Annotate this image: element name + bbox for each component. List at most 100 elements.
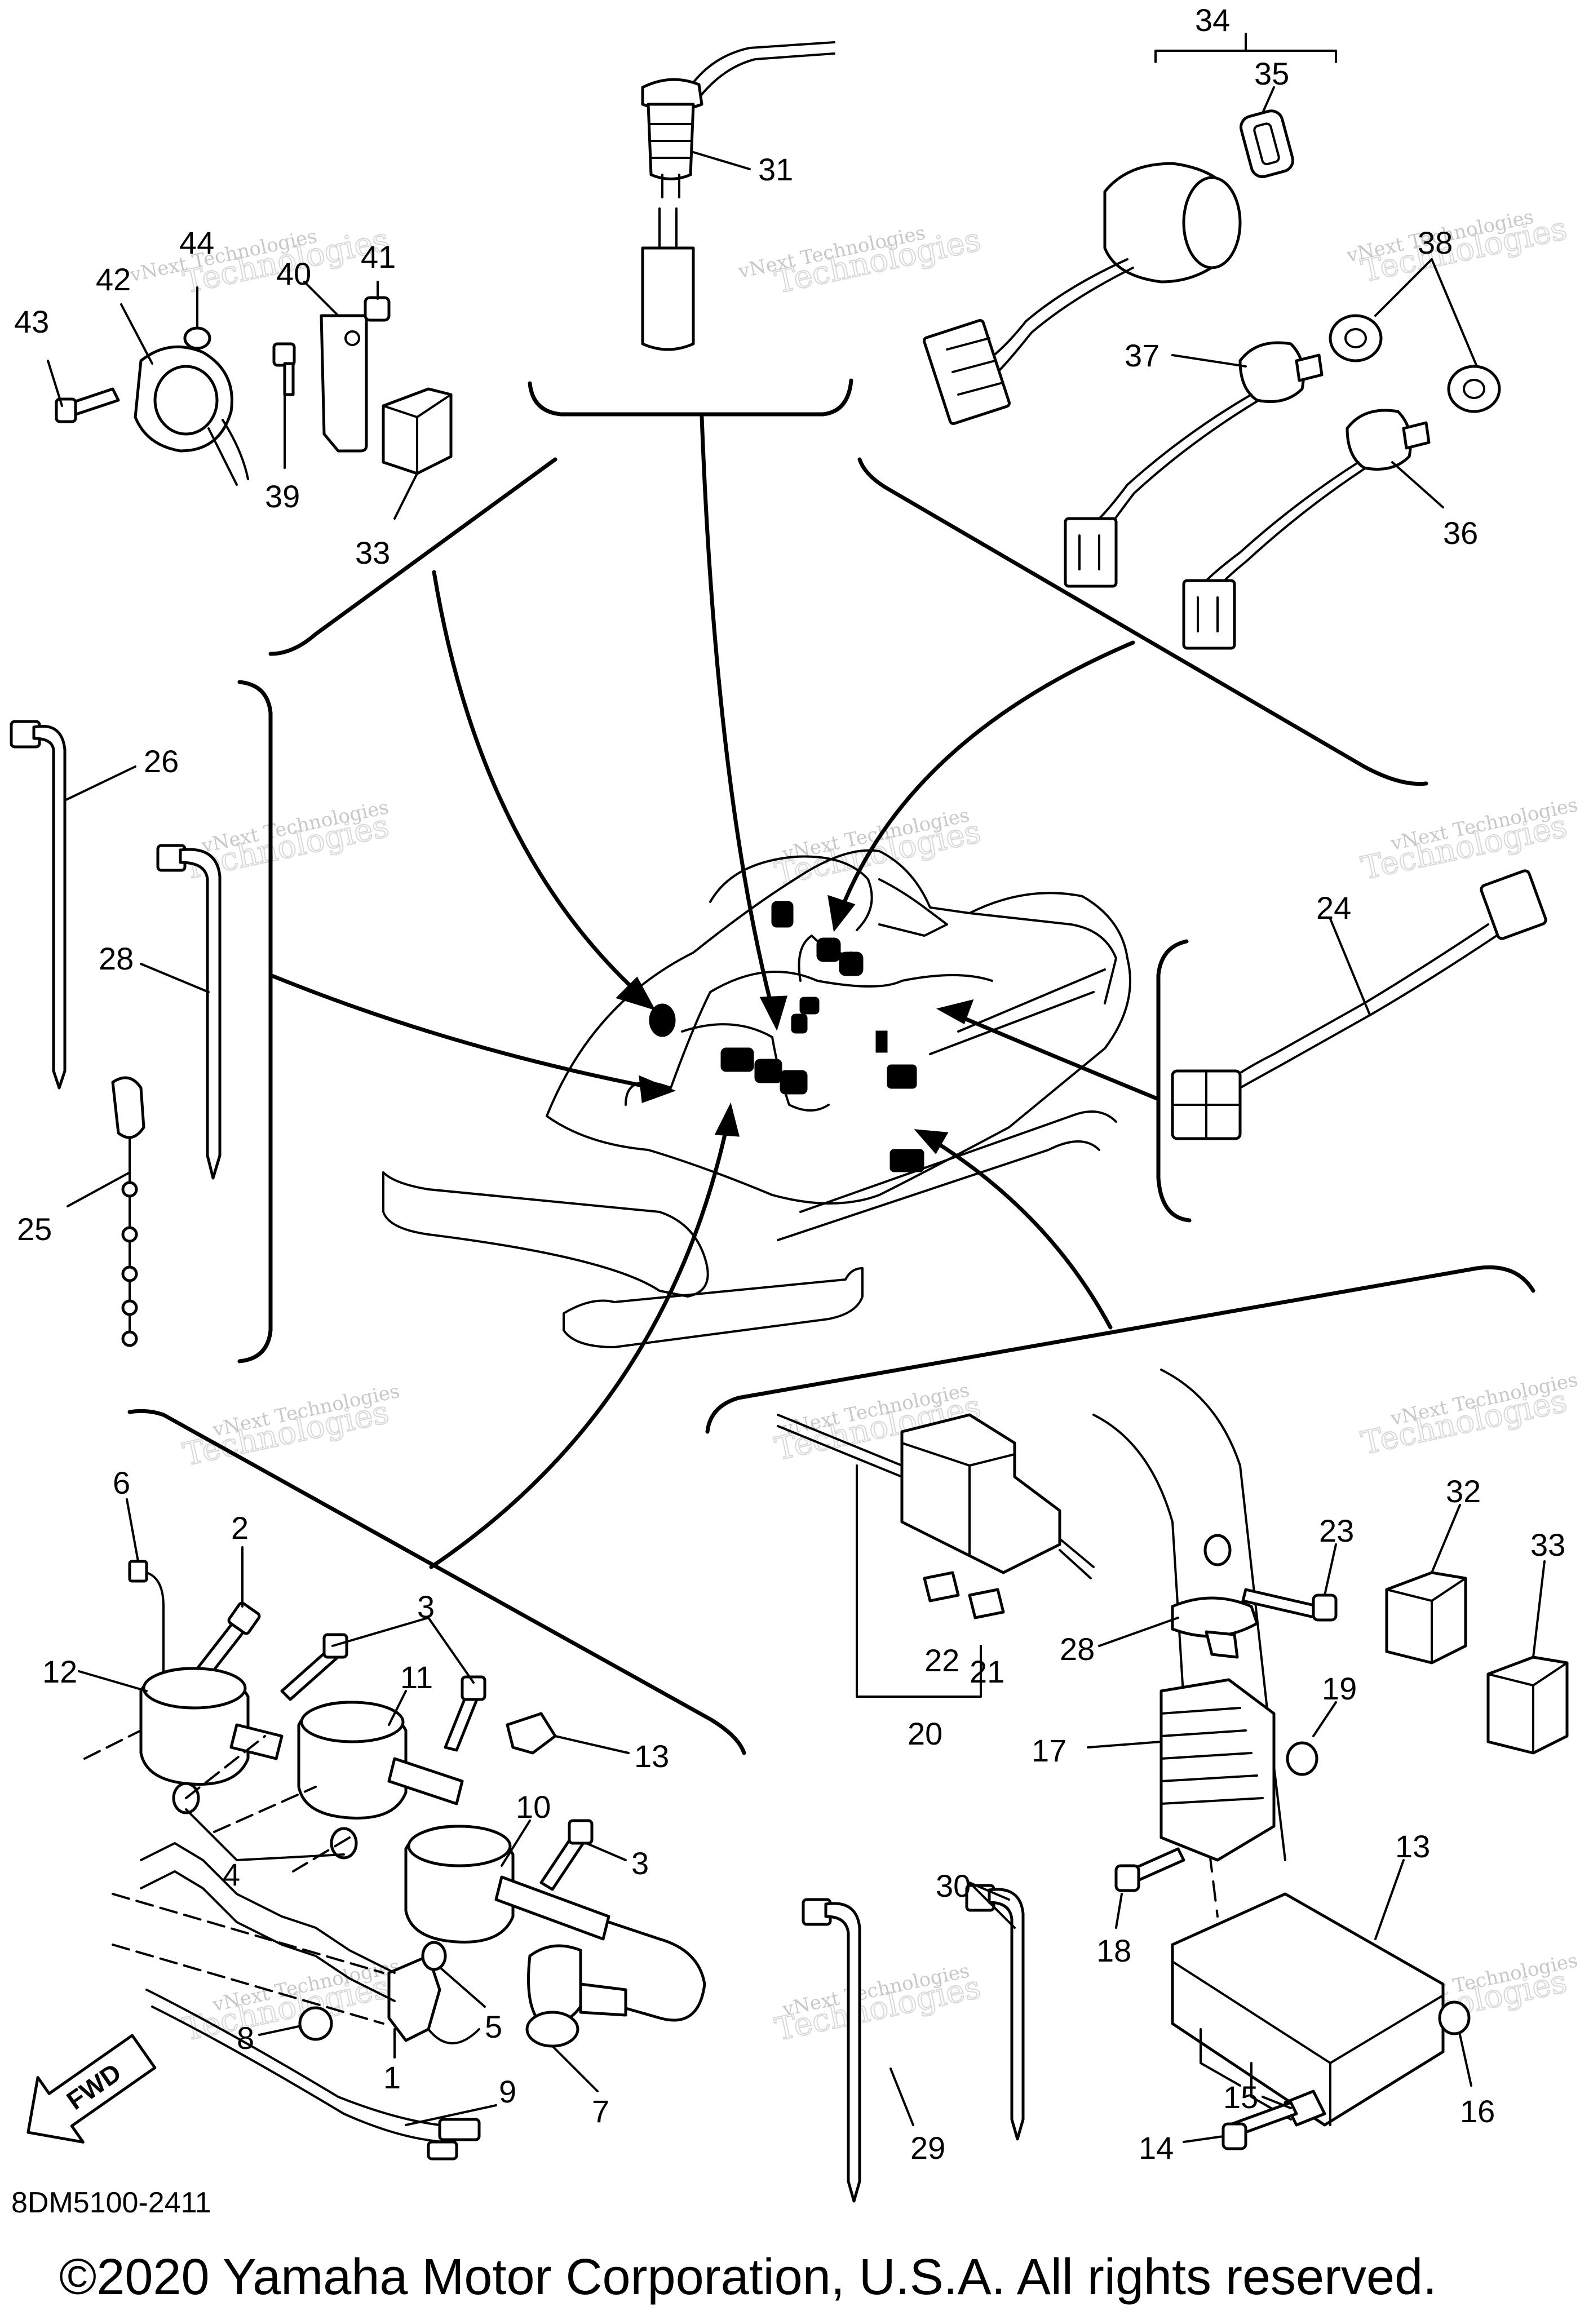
connector-9 bbox=[427, 2140, 458, 2161]
callout-27: 26 bbox=[144, 743, 179, 779]
clamp-13 bbox=[506, 1712, 557, 1755]
switch-lead-40 bbox=[1098, 393, 1253, 520]
mount-plate bbox=[140, 1842, 396, 1974]
wire-9 bbox=[151, 2006, 446, 2143]
callout-6: 6 bbox=[113, 1465, 130, 1500]
fuse-23 bbox=[923, 1571, 960, 1603]
harness-21 bbox=[777, 1414, 1095, 1579]
callout-7: 7 bbox=[592, 2093, 609, 2129]
nut-41 bbox=[1447, 365, 1501, 413]
track bbox=[799, 1110, 1117, 1213]
callout-21: 20 bbox=[908, 1716, 942, 1751]
watermark: Technologies vNext Technologies bbox=[771, 1959, 984, 2049]
connector-slot-39 bbox=[1197, 596, 1219, 632]
bracket-21 bbox=[856, 1464, 982, 1698]
bracket-hole-34 bbox=[344, 330, 360, 346]
leader-25 bbox=[1329, 918, 1371, 1016]
callout-38: 35 bbox=[1254, 56, 1289, 91]
wire-25 bbox=[1233, 923, 1489, 1078]
callout-35: 39 bbox=[265, 479, 300, 514]
callout-32: 32 bbox=[1446, 1473, 1481, 1509]
track bbox=[957, 968, 1106, 1033]
spacer-16 bbox=[1284, 2090, 1326, 2127]
top-right-group bbox=[923, 109, 1501, 650]
bolt-head-19 bbox=[1114, 1864, 1140, 1892]
track bbox=[929, 991, 1095, 1055]
coil-lead-11 bbox=[387, 1757, 464, 1805]
bracket-right bbox=[1156, 939, 1192, 1223]
cdi-14 bbox=[1171, 1892, 1445, 2127]
bracket-bottom-right bbox=[705, 1265, 1535, 1434]
callout-30: 30 bbox=[936, 1868, 971, 1904]
key-slot-38 bbox=[1253, 122, 1280, 166]
leader-18 bbox=[1087, 1741, 1162, 1748]
bolt-head-24 bbox=[1312, 1593, 1338, 1622]
callout-37: 34 bbox=[1195, 2, 1230, 38]
frame-rail bbox=[1092, 1414, 1185, 1703]
callout-18: 17 bbox=[1032, 1733, 1066, 1768]
leader-34 bbox=[303, 281, 339, 317]
switch-stem-40 bbox=[1295, 353, 1324, 382]
mount-plate bbox=[140, 1870, 396, 2002]
switch-stem-39 bbox=[1402, 421, 1431, 450]
plug-pins-31 bbox=[661, 174, 680, 198]
switch-lead-37 bbox=[997, 267, 1134, 373]
plug-ribs-31 bbox=[648, 123, 693, 159]
cable-tie-29 bbox=[824, 1902, 861, 2203]
wire-9 bbox=[145, 1989, 441, 2126]
callout-20: 19 bbox=[1322, 1671, 1357, 1706]
leader-15 bbox=[1183, 2135, 1224, 2143]
regulator-18 bbox=[1159, 1678, 1276, 1862]
callout-39: 36 bbox=[1443, 515, 1478, 551]
relay-edge-33b bbox=[1487, 1662, 1568, 1754]
callout-26: 25 bbox=[17, 1211, 52, 1247]
wire-31 bbox=[687, 41, 835, 91]
leader-arrow bbox=[953, 1012, 1161, 1101]
bracket-top-center bbox=[528, 378, 853, 417]
nut-hole-41 bbox=[1463, 379, 1485, 399]
fuse-22 bbox=[968, 1588, 1005, 1619]
leader-arrow bbox=[268, 973, 656, 1090]
switch-face-37 bbox=[1182, 176, 1242, 269]
leader-42 bbox=[120, 303, 153, 365]
watermark: Technologies vNext Technologies bbox=[1357, 794, 1579, 888]
regulator-fins-18 bbox=[1160, 1707, 1264, 1805]
coil-top-11 bbox=[300, 1701, 405, 1743]
key-38 bbox=[1240, 109, 1294, 178]
cable-tie-28 bbox=[179, 848, 222, 1180]
grommet-26 bbox=[111, 1076, 145, 1139]
right-ski bbox=[563, 1267, 864, 1348]
ground-ring-24 bbox=[1203, 1534, 1232, 1566]
leader-17 bbox=[1459, 2034, 1472, 2087]
arrowhead bbox=[759, 995, 788, 1032]
callout-3b: 3 bbox=[631, 1845, 649, 1881]
cable-tie-27 bbox=[32, 724, 67, 1090]
callout-5: 5 bbox=[485, 2009, 502, 2044]
plug-base-7 bbox=[525, 2011, 579, 2048]
switch-lead-39 bbox=[1215, 468, 1365, 590]
callout-22: 21 bbox=[970, 1654, 1004, 1689]
callout-33: 33 bbox=[355, 535, 390, 570]
watermark: Technologies vNext Technologies bbox=[179, 1955, 401, 2049]
leader-arrow bbox=[700, 415, 774, 1011]
plug-boot-7 bbox=[579, 1982, 627, 2017]
harness-route bbox=[681, 1023, 830, 1112]
bolt-head-3 bbox=[568, 1819, 594, 1845]
bolt-head-15 bbox=[1221, 2122, 1247, 2150]
connector-25-top bbox=[1480, 869, 1547, 940]
callout-16: 15 bbox=[1223, 2079, 1258, 2115]
collar-5 bbox=[421, 1941, 447, 1971]
leader-41 bbox=[1374, 258, 1478, 368]
connector-9 bbox=[438, 2118, 481, 2141]
sled-connector bbox=[889, 1149, 924, 1172]
band-28 bbox=[1171, 1596, 1259, 1638]
callout-40: 37 bbox=[1125, 338, 1159, 373]
callout-23: 22 bbox=[924, 1643, 959, 1678]
bottom-left-group bbox=[83, 1560, 706, 2161]
leader-27 bbox=[64, 765, 136, 802]
arrowhead bbox=[914, 1129, 949, 1154]
leader-5 bbox=[439, 1966, 486, 2008]
dashed-alignment bbox=[83, 1729, 351, 1873]
sled-connector bbox=[780, 1070, 808, 1095]
arrowhead bbox=[827, 895, 856, 932]
